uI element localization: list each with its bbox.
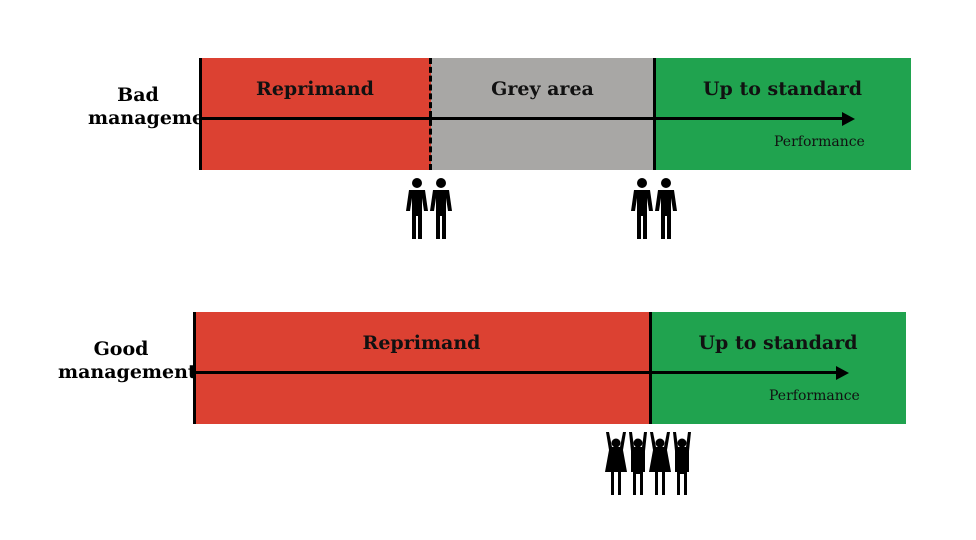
good-management-bar: Reprimand Up to standard Performance (193, 312, 906, 424)
bad-grey-area-segment: Grey area (431, 58, 654, 170)
bad-up-to-standard-label: Up to standard (702, 78, 863, 100)
good-reprimand-segment: Reprimand (193, 312, 650, 424)
bad-solid-divider (653, 58, 656, 170)
two-people-icon (628, 178, 680, 240)
bad-left-edge (199, 58, 202, 170)
bad-dashed-divider (429, 58, 432, 170)
bad-management-label: Bad management (88, 84, 227, 130)
bad-reprimand-segment: Reprimand (199, 58, 431, 170)
two-people-icon (403, 178, 455, 240)
bad-management-label-line2: management (88, 107, 227, 129)
good-up-to-standard-segment: Up to standard (650, 312, 906, 424)
good-reprimand-label: Reprimand (362, 332, 481, 354)
bad-axis-arrowhead-icon (842, 112, 855, 126)
good-management-label-line1: Good (93, 338, 149, 360)
good-axis-arrowhead-icon (836, 366, 849, 380)
good-management-label-line2: management (58, 361, 197, 383)
cheering-group-icon (603, 432, 697, 496)
good-management-label: Good management (58, 338, 197, 384)
good-solid-divider (649, 312, 652, 424)
good-performance-label: Performance (769, 388, 860, 404)
bad-reprimand-label: Reprimand (256, 78, 374, 100)
bad-management-label-line1: Bad (117, 84, 159, 106)
good-left-edge (193, 312, 196, 424)
bad-performance-axis (199, 117, 844, 120)
bad-up-to-standard-segment: Up to standard (654, 58, 911, 170)
bad-grey-area-label: Grey area (491, 78, 594, 100)
bad-performance-label: Performance (774, 134, 865, 150)
good-up-to-standard-label: Up to standard (698, 332, 858, 354)
bad-management-bar: Reprimand Grey area Up to standard Perfo… (199, 58, 911, 170)
good-performance-axis (193, 371, 838, 374)
